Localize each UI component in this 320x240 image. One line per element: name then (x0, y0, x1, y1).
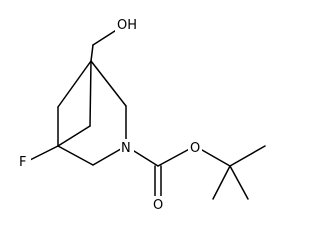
bond (212, 165, 231, 200)
bond (89, 60, 92, 127)
nitrogen-label: N (121, 141, 131, 156)
bond (90, 60, 127, 107)
bond-lines (29, 28, 266, 201)
bond (90, 44, 94, 62)
bond (57, 145, 94, 166)
ester-oxygen-label: O (190, 141, 200, 156)
bond (229, 145, 266, 167)
bond (57, 60, 92, 108)
bond (229, 165, 249, 200)
hydroxyl-label: OH (117, 18, 137, 33)
molecule-structure: OH F N O O (17, 15, 266, 213)
carbonyl-oxygen-label: O (153, 198, 163, 213)
bond (92, 28, 119, 46)
fluorine-label: F (19, 155, 26, 170)
bond (57, 125, 91, 147)
bond (29, 145, 59, 161)
atom-labels: OH F N O O (17, 15, 202, 213)
